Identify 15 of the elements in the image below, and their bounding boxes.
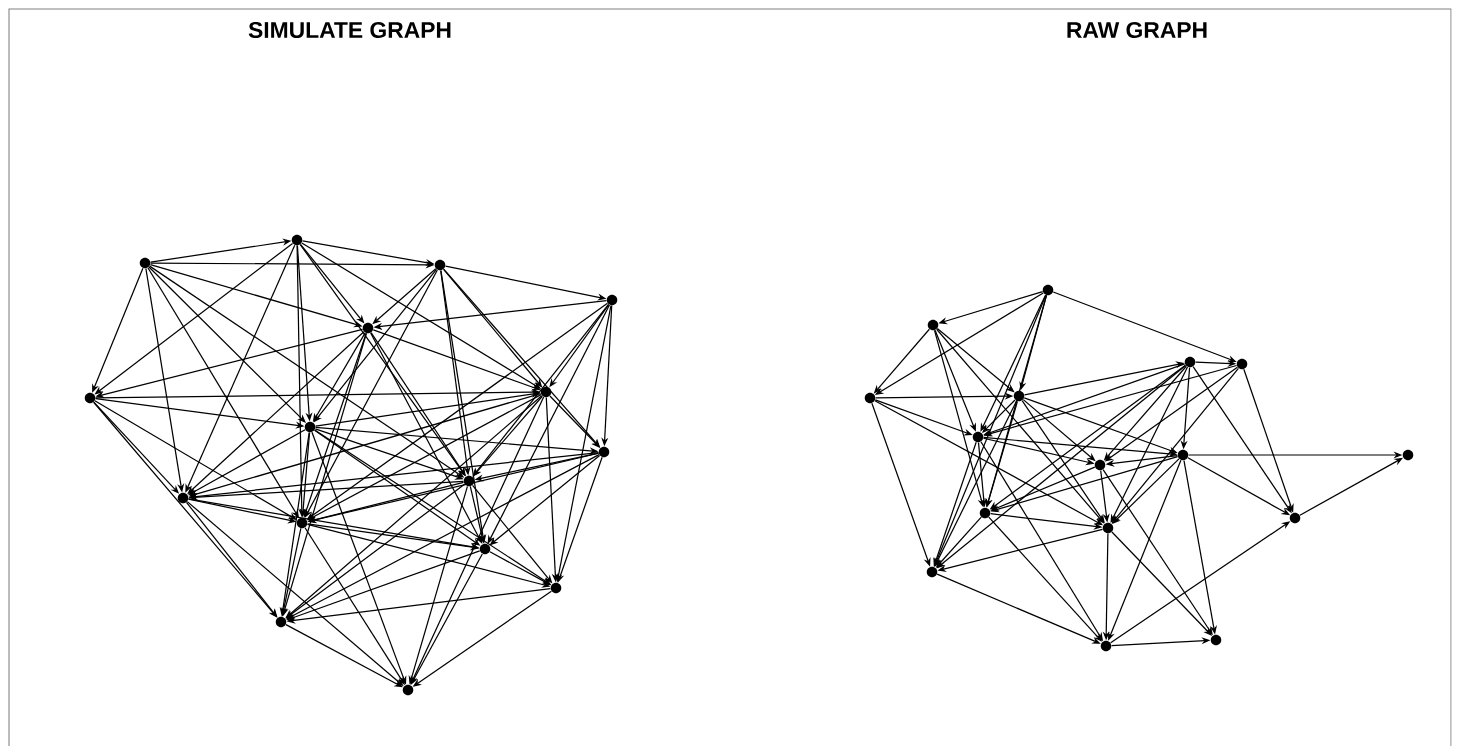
arrow (982, 399, 1016, 433)
graph-vertex (1042, 284, 1054, 296)
arrow (304, 269, 438, 518)
arrow (980, 294, 1047, 432)
graph-title: RAW GRAPH (1067, 21, 1207, 39)
arrow (148, 266, 306, 423)
graph-vertex (139, 257, 151, 269)
arrow (286, 454, 600, 620)
arrow (370, 332, 483, 544)
arrow (1110, 366, 1189, 523)
arrow (934, 400, 1018, 567)
graph-vertex (1289, 512, 1301, 524)
arrow (487, 304, 611, 544)
graph-title: SIMULATE GRAPH (248, 21, 451, 39)
graph-vertex (864, 392, 876, 404)
